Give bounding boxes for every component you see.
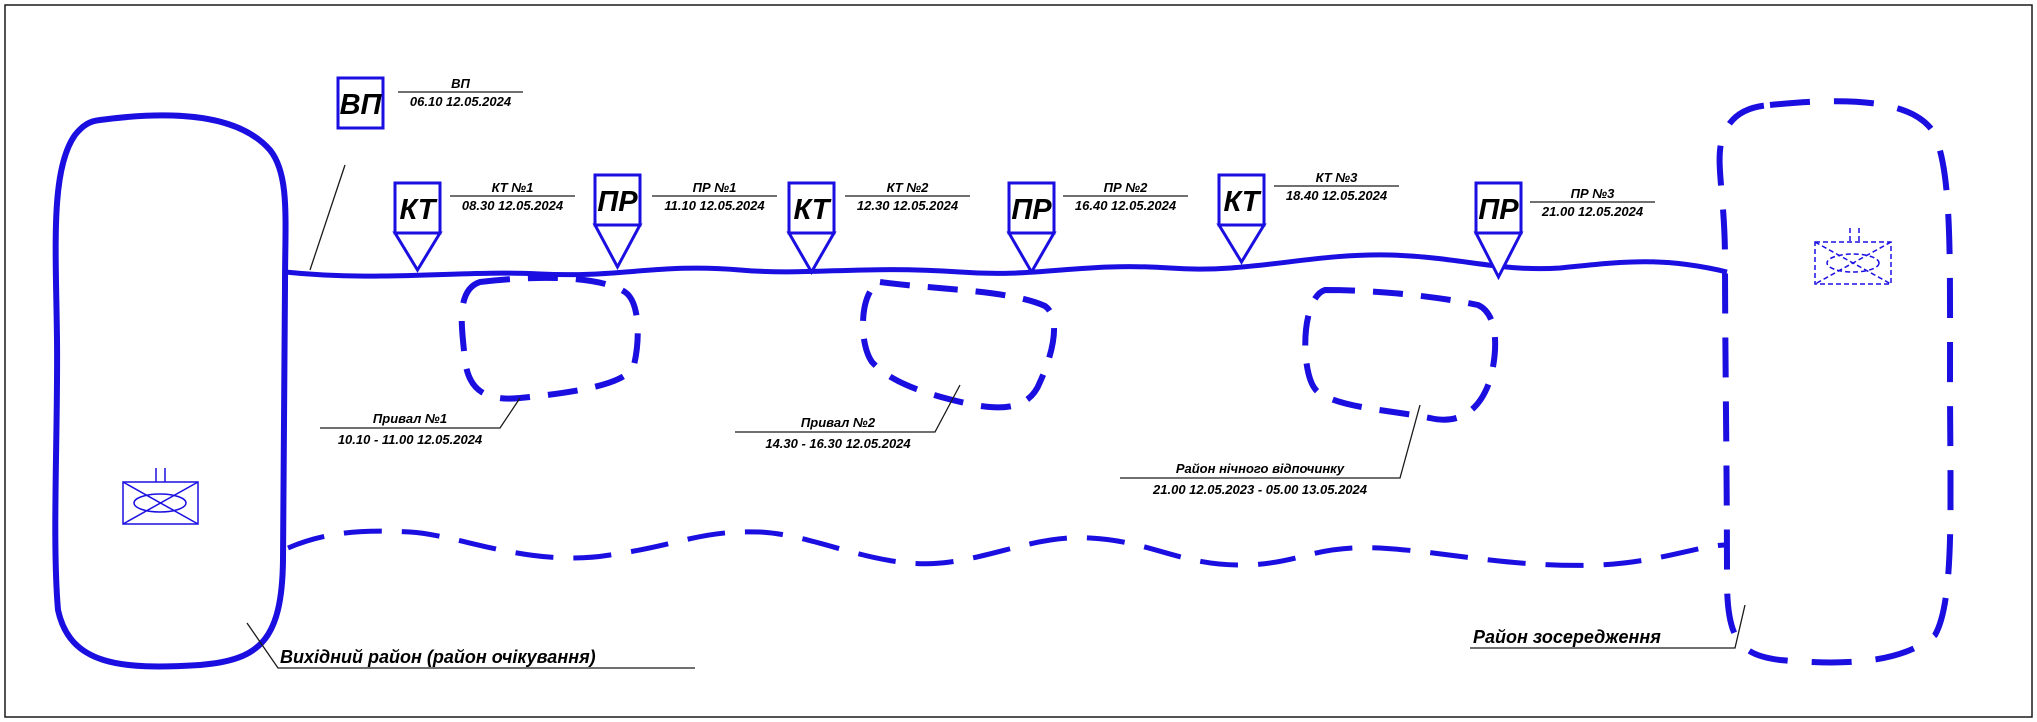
flag-time: 06.10 12.05.2024	[410, 94, 512, 109]
halt-label-1: Привал №1 10.10 - 11.00 12.05.2024	[338, 411, 483, 447]
flag-pointer	[1006, 231, 1057, 276]
concentration-unit-symbol-icon	[1814, 228, 1892, 285]
flag-pointer	[786, 231, 837, 276]
flag-pointer	[1473, 231, 1524, 281]
halt-title: Район нічного відпочинку	[1176, 461, 1345, 476]
flag-pointer	[592, 223, 643, 271]
night-rest-label: Район нічного відпочинку 21.00 12.05.202…	[1152, 461, 1368, 497]
departure-area-boundary	[52, 112, 289, 670]
halt-time: 14.30 - 16.30 12.05.2024	[765, 436, 911, 451]
flag-box	[1474, 181, 1523, 235]
route-lower-boundary	[287, 528, 1728, 568]
route-flag: ПР ПР №2 16.40 12.05.2024	[1006, 180, 1188, 276]
flag-title: ПР №1	[693, 180, 737, 195]
route-flag: КТ КТ №1 08.30 12.05.2024	[392, 180, 575, 273]
halt-area-1	[458, 274, 641, 402]
flag-box	[336, 76, 385, 130]
concentration-area-label: Район зосередження	[1473, 627, 1661, 647]
halt-time: 10.10 - 11.00 12.05.2024	[338, 432, 483, 447]
leader-lines	[246, 164, 1746, 669]
flag-code: ПР	[1478, 194, 1519, 226]
flag-time: 16.40 12.05.2024	[1075, 198, 1177, 213]
flag-time: 12.30 12.05.2024	[857, 198, 959, 213]
route-flag: КТ КТ №2 12.30 12.05.2024	[786, 180, 970, 276]
flag-pointer	[1216, 223, 1267, 265]
flag-time: 18.40 12.05.2024	[1286, 188, 1388, 203]
halt-title: Привал №2	[801, 415, 876, 430]
flag-box	[787, 181, 836, 235]
halt-label-2: Привал №2 14.30 - 16.30 12.05.2024	[765, 415, 911, 451]
flag-title: ВП	[451, 76, 470, 91]
flag-code: КТ	[1224, 186, 1262, 218]
march-route-line	[284, 252, 1728, 279]
flag-code: КТ	[794, 194, 832, 226]
unit-symbol-icon	[122, 468, 199, 525]
concentration-area-boundary	[1716, 98, 1954, 666]
halt-title: Привал №1	[373, 411, 447, 426]
route-flag: ПР ПР №1 11.10 12.05.2024	[592, 173, 777, 271]
flag-pointer	[392, 231, 443, 273]
flag-title: ПР №2	[1104, 180, 1149, 195]
route-flag: ПР ПР №3 21.00 12.05.2024	[1473, 181, 1655, 281]
route-flag: КТ КТ №3 18.40 12.05.2024	[1216, 170, 1399, 265]
flag-title: КТ №1	[492, 180, 534, 195]
halt-area-2	[860, 278, 1058, 411]
flag-code: ВП	[340, 89, 383, 121]
flag-time: 08.30 12.05.2024	[462, 198, 564, 213]
flag-time: 21.00 12.05.2024	[1541, 204, 1644, 219]
flag-title: КТ №3	[1316, 170, 1359, 185]
flag-code: ПР	[1011, 194, 1052, 226]
route-flag: ВП ВП 06.10 12.05.2024	[336, 76, 523, 130]
halt-time: 21.00 12.05.2023 - 05.00 13.05.2024	[1152, 482, 1368, 497]
departure-area-label: Вихідний район (район очікування)	[280, 647, 596, 667]
flag-code: КТ	[400, 194, 438, 226]
diagram-frame	[4, 4, 2033, 718]
night-rest-area	[1302, 286, 1499, 423]
flag-title: ПР №3	[1571, 186, 1616, 201]
flag-title: КТ №2	[887, 180, 930, 195]
flag-code: ПР	[597, 186, 638, 218]
flag-time: 11.10 12.05.2024	[664, 198, 765, 213]
